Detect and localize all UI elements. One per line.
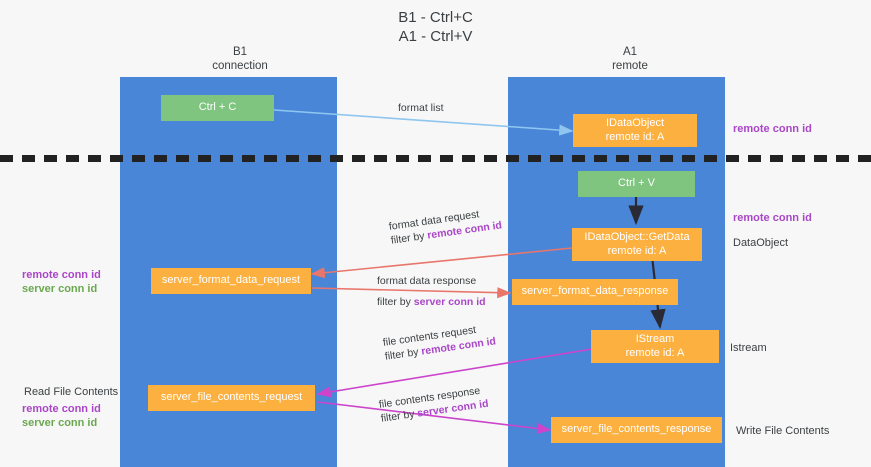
filter-by-prefix-4: filter by [380, 407, 419, 425]
column-header-a1: A1 remote [530, 45, 730, 73]
column-header-a1-name: A1 [622, 46, 638, 58]
column-header-b1: B1 connection [140, 45, 340, 73]
title-line-1: B1 - Ctrl+C [398, 9, 473, 26]
filter-by-prefix-1: filter by [390, 229, 429, 247]
annotation-write-file-contents: Write File Contents [736, 424, 829, 438]
column-header-a1-role: remote [612, 60, 648, 72]
annotation-left-remote-conn-id: remote conn id [22, 269, 101, 281]
annotation-left-conn-ids: remote conn id server conn id [22, 268, 101, 296]
annotation-istream-text: Istream [730, 342, 767, 354]
annotation-istream: Istream [730, 341, 767, 355]
box-server-format-data-request-label: server_format_data_request [161, 274, 301, 287]
annotation-dataobject: DataObject [733, 236, 788, 250]
edge-label-format-data-request: format data request filter by remote con… [388, 204, 503, 247]
annotation-right-top-remote-conn-id: remote conn id [733, 122, 812, 136]
box-istream-subtitle: remote id: A [625, 346, 685, 359]
annotation-dataobject-text: DataObject [733, 237, 789, 249]
annotation-read-file-contents-text: Read File Contents [24, 386, 119, 398]
box-istream-title: IStream [635, 333, 675, 345]
annotation-left-server-conn-id: server conn id [22, 283, 98, 295]
annotation-left2-server-conn-id: server conn id [22, 417, 98, 429]
annotation-write-file-contents-text: Write File Contents [736, 425, 830, 437]
box-server-file-contents-response-label: server_file_contents_response [561, 423, 712, 436]
box-server-format-data-request[interactable]: server_format_data_request [151, 268, 311, 294]
page-title: B1 - Ctrl+C A1 - Ctrl+V [0, 8, 871, 46]
column-header-b1-role: connection [212, 60, 268, 72]
column-header-b1-name: B1 [232, 46, 248, 58]
box-ctrl-c-label: Ctrl + C [198, 101, 237, 114]
box-ctrl-v-label: Ctrl + V [618, 177, 655, 190]
edge-label-format-data-response: format data response filter by server co… [377, 274, 486, 309]
edge-label-format-data-response-line2: filter by server conn id [377, 295, 486, 309]
edge-label-file-contents-request: file contents request filter by remote c… [382, 320, 497, 363]
filter-by-prefix-2: filter by [377, 296, 414, 308]
title-line-2: A1 - Ctrl+V [398, 28, 473, 45]
box-server-format-data-response[interactable]: server_format_data_response [512, 279, 678, 305]
phase-divider [0, 155, 871, 162]
box-server-format-data-response-label: server_format_data_response [521, 285, 669, 298]
annotation-read-file-contents: Read File Contents [24, 385, 118, 399]
box-server-file-contents-response[interactable]: server_file_contents_response [551, 417, 722, 443]
box-getdata-title: IDataObject::GetData [584, 231, 690, 243]
box-istream[interactable]: IStream remote id: A [591, 330, 719, 363]
annotation-left-conn-ids-2: remote conn id server conn id [22, 402, 101, 430]
box-idataobject[interactable]: IDataObject remote id: A [573, 114, 697, 147]
filter-by-emphasis-2: server conn id [413, 296, 486, 308]
box-server-file-contents-request[interactable]: server_file_contents_request [148, 385, 315, 411]
edge-label-format-data-response-line1: format data response [377, 275, 477, 287]
box-ctrl-c[interactable]: Ctrl + C [161, 95, 274, 121]
filter-by-prefix-3: filter by [384, 345, 423, 363]
box-ctrl-v[interactable]: Ctrl + V [578, 171, 695, 197]
box-getdata[interactable]: IDataObject::GetData remote id: A [572, 228, 702, 261]
box-server-file-contents-request-label: server_file_contents_request [160, 391, 303, 404]
annotation-right-mid-remote-conn-id: remote conn id [733, 211, 812, 225]
edge-label-format-list-text: format list [398, 102, 444, 114]
annotation-right-top-remote-conn-id-text: remote conn id [733, 123, 812, 135]
edge-label-format-list: format list [398, 101, 444, 115]
box-getdata-subtitle: remote id: A [607, 244, 667, 257]
edge-label-file-contents-response: file contents response filter by server … [378, 383, 489, 426]
annotation-left2-remote-conn-id: remote conn id [22, 403, 101, 415]
annotation-right-mid-remote-conn-id-text: remote conn id [733, 212, 812, 224]
box-idataobject-subtitle: remote id: A [605, 130, 665, 143]
box-idataobject-title: IDataObject [605, 117, 665, 129]
